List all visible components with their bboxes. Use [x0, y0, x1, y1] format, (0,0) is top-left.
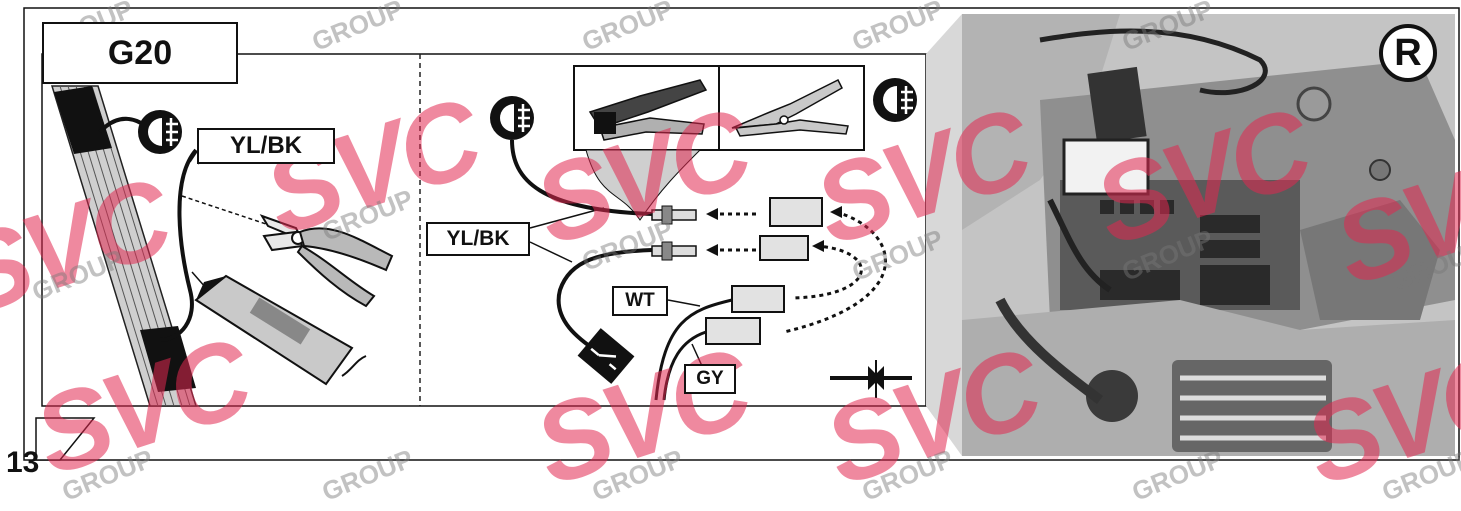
step-id-label: G20 [42, 22, 238, 84]
wire-stripper-icon [588, 79, 708, 141]
butt-connector-icon [830, 360, 912, 398]
wire-label-yl-bk: YL/BK [197, 128, 335, 164]
wiring-harness [50, 85, 198, 407]
rear-fog-light-icon [490, 96, 534, 140]
wire-label-gy: GY [684, 364, 736, 394]
right-side-badge: R [1379, 24, 1437, 82]
wire-yl-bk [159, 148, 198, 342]
wire-label-yl-bk: YL/BK [426, 222, 530, 256]
crimping-pliers-icon [731, 78, 849, 137]
test-lamp-icon [194, 274, 367, 386]
rear-fog-light-icon [138, 110, 182, 154]
rear-fog-light-icon [873, 78, 917, 122]
wire-wt [654, 298, 733, 401]
switch-icon [577, 328, 635, 384]
side-cutter-icon [259, 214, 394, 308]
page-tab [35, 417, 96, 461]
wire-gy [662, 330, 707, 401]
terminal-male [651, 241, 697, 261]
wire-yl-bk-upper [510, 139, 653, 216]
page-number: 13 [6, 446, 40, 479]
wire-label-wt: WT [612, 286, 668, 316]
terminal-female [651, 205, 697, 225]
housing-connectors [705, 197, 823, 345]
car-interior-photo [926, 14, 1455, 456]
insertion-arrows [720, 210, 887, 334]
wire-yl-bk-lower [556, 248, 653, 354]
